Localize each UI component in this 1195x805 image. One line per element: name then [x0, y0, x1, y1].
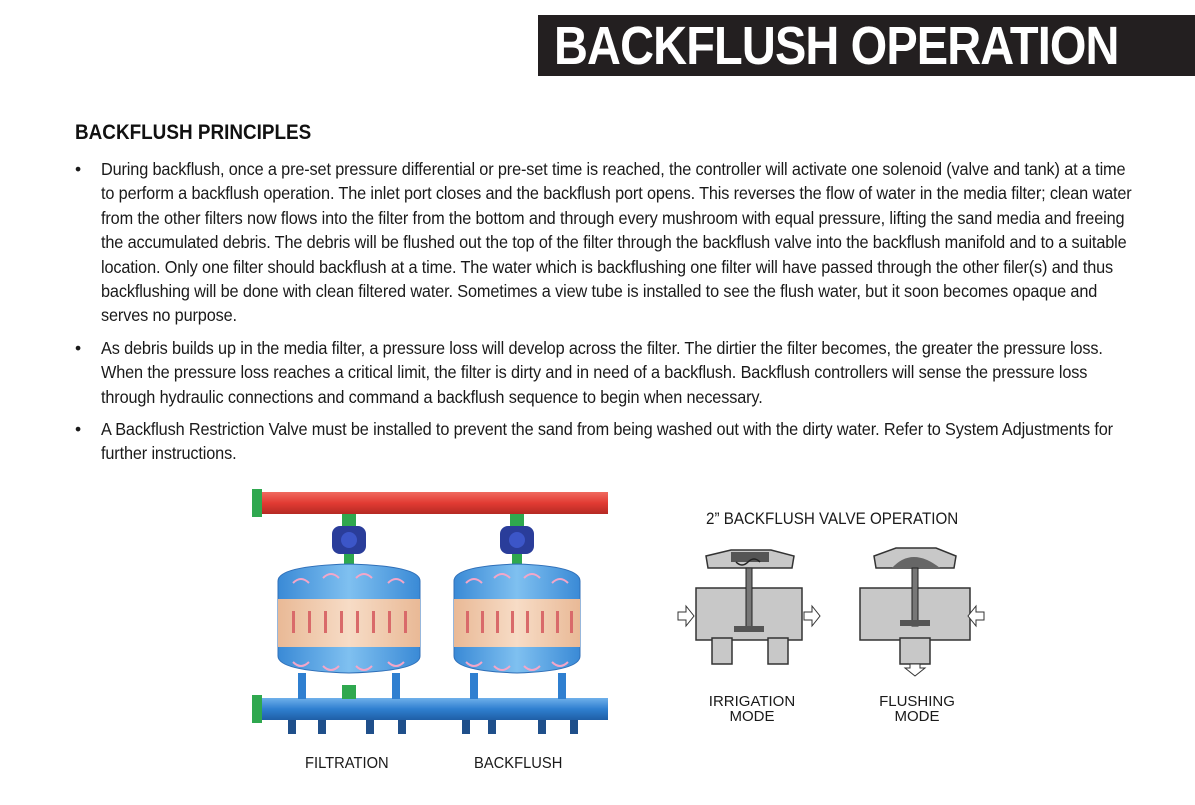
section-heading: BACKFLUSH PRINCIPLES [75, 121, 312, 144]
flushing-mode-label: FLUSHING MODE [879, 693, 955, 725]
bottom-manifold-pipe [252, 695, 608, 723]
title-banner: BACKFLUSH OPERATION [538, 15, 1195, 76]
bullet-text: A Backflush Restriction Valve must be in… [101, 419, 1113, 464]
list-item: • During backflush, once a pre-set press… [75, 157, 1135, 328]
valve-diagram-title: 2” BACKFLUSH VALVE OPERATION [706, 510, 959, 528]
pipe-outlets [288, 720, 578, 734]
backflush-label: BACKFLUSH [474, 755, 563, 772]
filtration-label: FILTRATION [305, 755, 389, 772]
bullet-marker: • [75, 337, 81, 358]
filter-system-diagram [252, 489, 608, 734]
flushing-valve-diagram [859, 547, 985, 677]
irrigation-valve-diagram [677, 549, 821, 665]
bullet-list: • During backflush, once a pre-set press… [75, 157, 1135, 474]
bullet-text: As debris builds up in the media filter,… [101, 337, 1103, 407]
bullet-marker: • [75, 419, 81, 440]
backflush-tank [453, 514, 581, 699]
bullet-marker: • [75, 159, 81, 179]
irrigation-mode-label: IRRIGATION MODE [708, 693, 796, 725]
top-manifold-pipe [252, 489, 608, 517]
page-title: BACKFLUSH OPERATION [554, 16, 1120, 76]
list-item: • As debris builds up in the media filte… [75, 336, 1135, 409]
list-item: • A Backflush Restriction Valve must be … [75, 417, 1135, 466]
bullet-text: During backflush, once a pre-set pressur… [101, 159, 1132, 326]
filtration-tank [277, 514, 421, 699]
